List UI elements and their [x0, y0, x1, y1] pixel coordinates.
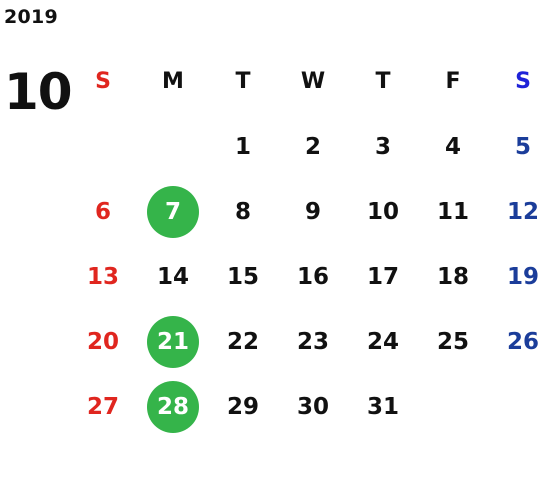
day-cell: 30 [296, 393, 329, 420]
day-cell: 18 [436, 263, 469, 290]
day-cell: 23 [296, 328, 329, 355]
weekday-monday: M [162, 68, 184, 94]
month-number: 10 [4, 63, 73, 121]
day-cell: 29 [226, 393, 259, 420]
day-cell-highlighted: 28 [138, 374, 208, 439]
weekday-wednesday: W [300, 68, 326, 94]
day-cell: 31 [366, 393, 399, 420]
day-cell: 4 [444, 133, 461, 160]
day-cell: 2 [304, 133, 321, 160]
day-cell: 13 [86, 263, 119, 290]
weekday-friday: F [445, 68, 461, 94]
day-cell: 6 [94, 198, 111, 225]
weekday-tuesday: T [235, 68, 251, 94]
day-cell: 8 [234, 198, 251, 225]
day-cell: 17 [366, 263, 399, 290]
calendar-grid: S M T W T F S 1 2 3 4 5 6 7 8 9 10 11 12… [68, 48, 548, 439]
day-cell: 15 [226, 263, 259, 290]
day-cell: 12 [506, 198, 539, 225]
day-cell: 16 [296, 263, 329, 290]
weekday-sunday: S [95, 68, 111, 94]
day-cell: 26 [506, 328, 539, 355]
day-cell: 9 [304, 198, 321, 225]
year-label: 2019 [4, 6, 59, 28]
day-cell: 10 [366, 198, 399, 225]
day-cell: 5 [514, 133, 531, 160]
day-cell [418, 374, 488, 439]
day-cell: 11 [436, 198, 469, 225]
day-cell: 14 [156, 263, 189, 290]
day-cell: 22 [226, 328, 259, 355]
weekday-thursday: T [375, 68, 391, 94]
day-cell [138, 114, 208, 179]
day-cell: 3 [374, 133, 391, 160]
day-cell: 27 [86, 393, 119, 420]
day-cell [68, 114, 138, 179]
day-cell: 25 [436, 328, 469, 355]
day-cell-highlighted: 7 [138, 179, 208, 244]
highlight-circle: 28 [147, 380, 199, 433]
highlight-circle: 21 [147, 315, 199, 368]
weekday-saturday: S [515, 68, 531, 94]
day-cell: 1 [234, 133, 251, 160]
day-cell: 20 [86, 328, 119, 355]
day-cell: 24 [366, 328, 399, 355]
day-cell-highlighted: 21 [138, 309, 208, 374]
highlight-circle: 7 [147, 185, 199, 238]
day-cell [488, 374, 548, 439]
day-cell: 19 [506, 263, 539, 290]
